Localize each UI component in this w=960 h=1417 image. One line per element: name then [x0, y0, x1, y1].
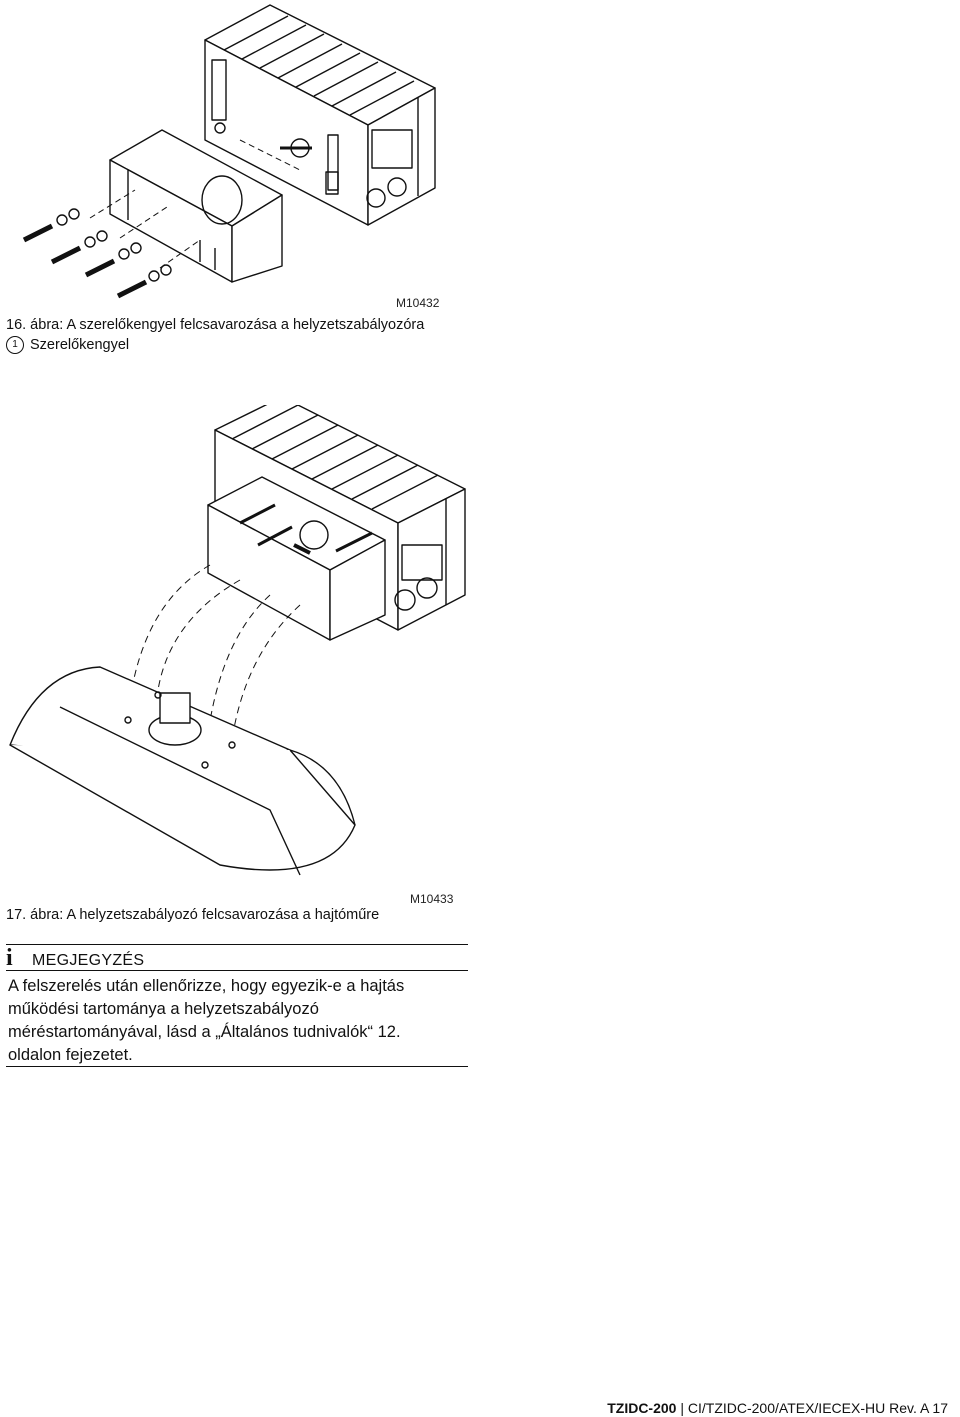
mounting-bracket	[109, 129, 283, 283]
figure-16-drawing	[22, 4, 436, 299]
note-header: i MEGJEGYZÉS	[6, 945, 468, 971]
note-line: A felszerelés után ellenőrizze, hogy egy…	[8, 977, 405, 995]
note-heading-rule	[6, 970, 468, 971]
figure-17-code: M10433	[410, 892, 454, 906]
figure-16-code: M10432	[396, 296, 440, 310]
mounted-bracket	[207, 476, 386, 641]
note-bottom-rule	[6, 1066, 468, 1067]
figure-16-legend: 1 Szerelőkengyel	[6, 336, 129, 354]
note-body: A felszerelés után ellenőrizze, hogy egy…	[8, 975, 470, 1067]
info-icon: i	[6, 945, 13, 971]
note-line: méréstartományával, lásd a „Általános tu…	[8, 1023, 401, 1041]
note-line: működési tartománya a helyzetszabályozó	[8, 1000, 319, 1018]
callout-label: Szerelőkengyel	[30, 336, 130, 353]
note-top-rule	[6, 944, 468, 945]
screws	[22, 208, 172, 299]
note-line: oldalon fejezetet.	[8, 1046, 133, 1064]
figure-17-drawing	[9, 405, 466, 876]
note-heading: MEGJEGYZÉS	[32, 952, 145, 969]
page-footer: TZIDC-200 | CI/TZIDC-200/ATEX/IECEX-HU R…	[607, 1400, 948, 1416]
positioner-housing	[204, 4, 436, 226]
figure-17-caption: 17. ábra: A helyzetszabályozó felcsavaro…	[6, 907, 380, 923]
actuator-body	[9, 666, 356, 876]
figure-16-caption: 16. ábra: A szerelőkengyel felcsavarozás…	[6, 317, 425, 333]
footer-product: TZIDC-200	[607, 1400, 677, 1416]
page-number: 17	[932, 1400, 948, 1416]
callout-number-1: 1	[6, 336, 24, 354]
footer-doc-id: CI/TZIDC-200/ATEX/IECEX-HU Rev. A	[687, 1400, 929, 1416]
footer-separator: |	[680, 1400, 684, 1416]
